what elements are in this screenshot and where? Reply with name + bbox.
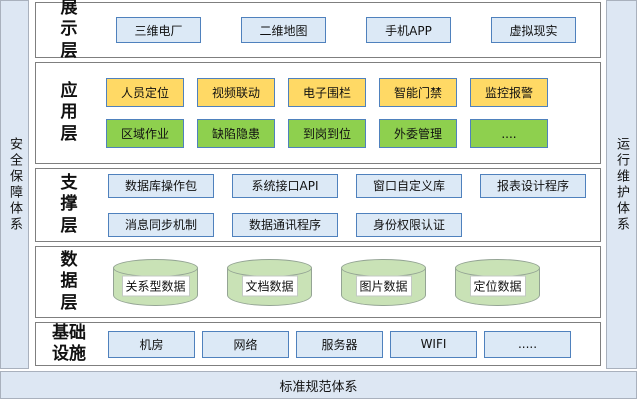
layer-support: 支撑层 数据库操作包 系统接口API 窗口自定义库 报表设计程序 消息同步机制 …	[35, 168, 601, 242]
box-3d-plant: 三维电厂	[116, 17, 201, 43]
right-system-bar: 运行维护体系	[606, 0, 637, 369]
box-window-custom-lib: 窗口自定义库	[356, 173, 462, 198]
layer-application: 应用层 人员定位 视频联动 电子围栏 智能门禁 监控报警 区域作业 缺陷隐患 到…	[35, 62, 601, 164]
box-server: 服务器	[296, 330, 383, 358]
cylinder-image-data-label: 图片数据	[355, 275, 412, 297]
box-electronic-fence: 电子围栏	[288, 78, 366, 107]
box-message-sync: 消息同步机制	[108, 212, 214, 237]
cylinder-document-data: 文档数据	[227, 258, 312, 306]
layer-support-label: 支撑层	[60, 173, 78, 236]
support-row-1: 数据库操作包 系统接口API 窗口自定义库 报表设计程序	[102, 173, 600, 198]
cylinder-image-data: 图片数据	[341, 258, 426, 306]
box-more-apps: ....	[470, 119, 548, 148]
box-system-api: 系统接口API	[232, 173, 338, 198]
box-db-operation-pkg: 数据库操作包	[108, 173, 214, 198]
infrastructure-row: 机房 网络 服务器 WIFI .....	[102, 330, 600, 358]
data-row: 关系型数据 文档数据 图片数据 定位数据	[102, 258, 600, 306]
box-identity-auth: 身份权限认证	[356, 212, 462, 237]
layer-infrastructure: 基础设施 机房 网络 服务器 WIFI .....	[35, 322, 601, 366]
box-video-linkage: 视频联动	[197, 78, 275, 107]
cylinder-document-data-label: 文档数据	[241, 275, 298, 297]
cylinder-location-data-label: 定位数据	[469, 275, 526, 297]
layer-infrastructure-label: 基础设施	[52, 322, 86, 364]
application-row-2: 区域作业 缺陷隐患 到岗到位 外委管理 ....	[102, 119, 600, 148]
layer-data: 数据层 关系型数据 文档数据 图片数据 定位数据	[35, 246, 601, 318]
presentation-row: 三维电厂 二维地图 手机APP 虚拟现实	[102, 17, 600, 43]
layer-application-label: 应用层	[60, 81, 78, 144]
left-system-bar: 安全保障体系	[0, 0, 29, 369]
box-wifi: WIFI	[390, 330, 477, 358]
box-more-infra: .....	[484, 330, 571, 358]
box-report-designer: 报表设计程序	[480, 173, 586, 198]
right-system-bar-label: 运行维护体系	[614, 136, 629, 233]
bottom-system-bar-label: 标准规范体系	[279, 379, 358, 395]
box-virtual-reality: 虚拟现实	[491, 17, 576, 43]
box-outsourcing-mgmt: 外委管理	[379, 119, 457, 148]
cylinder-relational-data: 关系型数据	[113, 258, 198, 306]
layer-presentation-label: 展示层	[60, 0, 78, 61]
box-on-duty: 到岗到位	[288, 119, 366, 148]
cylinder-relational-data-label: 关系型数据	[121, 275, 190, 297]
box-mobile-app: 手机APP	[366, 17, 451, 43]
support-row-2: 消息同步机制 数据通讯程序 身份权限认证	[102, 212, 600, 237]
box-area-work: 区域作业	[106, 119, 184, 148]
layer-data-label: 数据层	[60, 250, 78, 313]
left-system-bar-label: 安全保障体系	[7, 136, 22, 233]
box-monitor-alarm: 监控报警	[470, 78, 548, 107]
box-server-room: 机房	[108, 330, 195, 358]
layer-presentation: 展示层 三维电厂 二维地图 手机APP 虚拟现实	[35, 0, 601, 61]
bottom-system-bar: 标准规范体系	[0, 371, 637, 399]
box-person-location: 人员定位	[106, 78, 184, 107]
application-row-1: 人员定位 视频联动 电子围栏 智能门禁 监控报警	[102, 78, 600, 107]
box-data-comm: 数据通讯程序	[232, 212, 338, 237]
cylinder-location-data: 定位数据	[455, 258, 540, 306]
box-defect-hazard: 缺陷隐患	[197, 119, 275, 148]
box-smart-access: 智能门禁	[379, 78, 457, 107]
box-2d-map: 二维地图	[241, 17, 326, 43]
box-network: 网络	[202, 330, 289, 358]
